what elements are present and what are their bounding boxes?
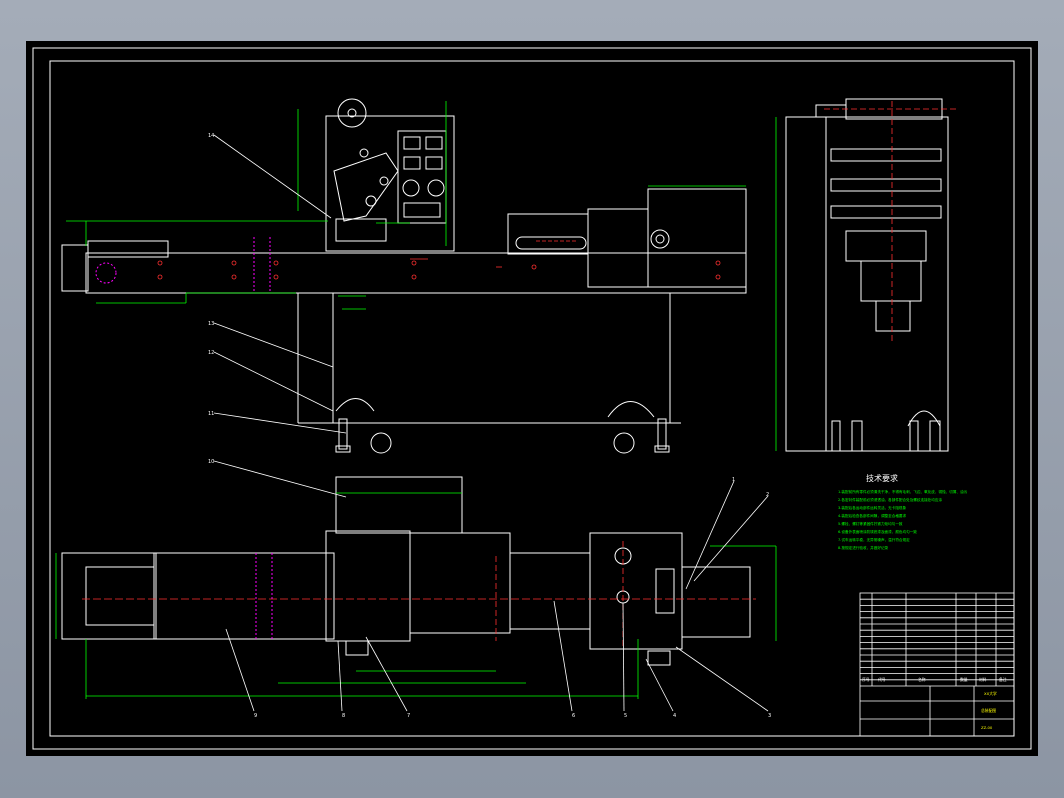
front-left-end	[61, 244, 89, 292]
plan-roller-section	[509, 552, 591, 630]
side-roller-3	[830, 205, 942, 219]
balloon-11: 11	[208, 411, 214, 417]
col-header-remark: 备注	[999, 677, 1007, 682]
col-header-material: 材料	[979, 677, 987, 682]
balloon-3: 3	[768, 713, 771, 719]
front-control-panel	[397, 130, 447, 224]
balloon-labels: 14 13 12 11 10 9 8 7 6 5 4 3 1 2	[208, 133, 771, 719]
front-cabinet	[332, 292, 671, 424]
plan-motor	[681, 566, 751, 638]
front-control-housing	[325, 115, 455, 252]
plan-feed-tray	[85, 566, 155, 626]
front-gearbox	[587, 208, 649, 288]
front-motor-pulley	[650, 229, 670, 249]
balloon-4: 4	[673, 713, 676, 719]
technical-requirements: 技术要求 1.装配前所有零件必须清洗干净，不得有毛刺、飞边、氧化皮、锈蚀、切屑、…	[838, 473, 968, 550]
title-block-text: 序号 代号 名称 数量 材料 备注 XX大学 总装配图 ZZ-00	[862, 677, 1007, 730]
front-caster-arch-left	[335, 398, 375, 412]
col-header-qty: 数量	[960, 677, 968, 682]
front-caster-left	[370, 432, 392, 454]
side-roller-1	[830, 148, 942, 162]
front-motor-housing	[647, 188, 747, 288]
front-caster-right	[613, 432, 635, 454]
plan-middle-section	[409, 532, 511, 634]
side-crank	[860, 260, 922, 302]
side-top-shaft	[815, 104, 847, 118]
plan-gearbox	[589, 532, 683, 650]
tech-req-line: 3.装配后各运动部件运转灵活，无卡阻现象	[838, 505, 907, 510]
plan-cutter-head	[325, 530, 411, 642]
front-feed-table	[87, 240, 169, 258]
front-handwheel	[337, 98, 367, 128]
balloon-12: 12	[208, 350, 214, 356]
leader-lines	[213, 134, 769, 712]
col-header-no: 序号	[862, 677, 870, 682]
tech-req-line: 2.各密封件装配前必须浸透油，各部件配合处及螺纹连接处均应涂	[838, 497, 942, 502]
outer-frame	[32, 47, 1032, 750]
plan-view	[61, 476, 751, 666]
tech-req-title: 技术要求	[866, 473, 898, 483]
front-view	[61, 98, 747, 454]
front-magenta-lines	[253, 237, 271, 293]
side-caster-arch	[907, 410, 941, 427]
drawing-name: 总装配图	[981, 708, 996, 713]
cad-drawing: 14 13 12 11 10 9 8 7 6 5 4 3 1 2 技术要求 1.…	[32, 47, 1032, 750]
plan-dimensions	[55, 492, 777, 699]
tech-req-line: 7.试车运转平稳，无异常噪声，温升符合规定	[838, 537, 910, 542]
drawing-number: ZZ-00	[981, 725, 993, 730]
plan-magenta-lines	[255, 553, 273, 639]
front-centerlines	[157, 240, 721, 280]
side-centerlines	[824, 101, 956, 341]
inner-frame	[49, 60, 1015, 737]
col-header-name: 名称	[918, 677, 926, 682]
balloon-2: 2	[766, 492, 769, 498]
title-block	[859, 592, 1015, 737]
tech-req-line: 8.按规定进行验收，并做好记录	[838, 545, 889, 550]
tech-req-line: 1.装配前所有零件必须清洗干净，不得有毛刺、飞边、氧化皮、锈蚀、切屑、油污	[838, 489, 968, 494]
balloon-14: 14	[208, 133, 214, 139]
side-frame	[785, 116, 949, 452]
balloon-10: 10	[208, 459, 214, 465]
col-header-code: 代号	[878, 677, 886, 682]
plan-hopper	[335, 476, 463, 534]
parts-list-frame	[859, 592, 1015, 737]
balloon-7: 7	[407, 713, 410, 719]
front-drive-pulley	[95, 262, 117, 284]
tech-req-line: 6.设备外表面喷涂防锈底漆及面漆，颜色均匀一致	[838, 529, 917, 534]
tech-req-line: 4.装配后检查各部件间隙，调整至合格要求	[838, 513, 907, 518]
school-name: XX大学	[984, 691, 997, 696]
front-caster-arch-right	[607, 401, 655, 418]
balloon-1: 1	[732, 477, 735, 483]
front-cutter-arm	[333, 152, 399, 222]
balloon-5: 5	[624, 713, 627, 719]
side-cutter	[875, 300, 911, 332]
plan-conveyor-left	[153, 552, 335, 640]
front-roller-unit	[507, 213, 589, 255]
balloon-6: 6	[572, 713, 575, 719]
tech-req-line: 5.螺栓、螺钉等紧固件拧紧力矩均匀一致	[838, 521, 903, 526]
side-gear-box	[845, 230, 927, 262]
front-cutter-block	[335, 218, 387, 242]
balloon-9: 9	[254, 713, 257, 719]
front-dimensions	[66, 101, 746, 310]
balloon-8: 8	[342, 713, 345, 719]
plan-centerlines	[82, 541, 756, 646]
front-belt	[515, 236, 587, 250]
drawing-sheet: 14 13 12 11 10 9 8 7 6 5 4 3 1 2 技术要求 1.…	[26, 41, 1038, 756]
side-view	[785, 98, 949, 452]
side-roller-2	[830, 178, 942, 192]
plan-feed-end	[61, 552, 157, 640]
balloon-13: 13	[208, 321, 214, 327]
